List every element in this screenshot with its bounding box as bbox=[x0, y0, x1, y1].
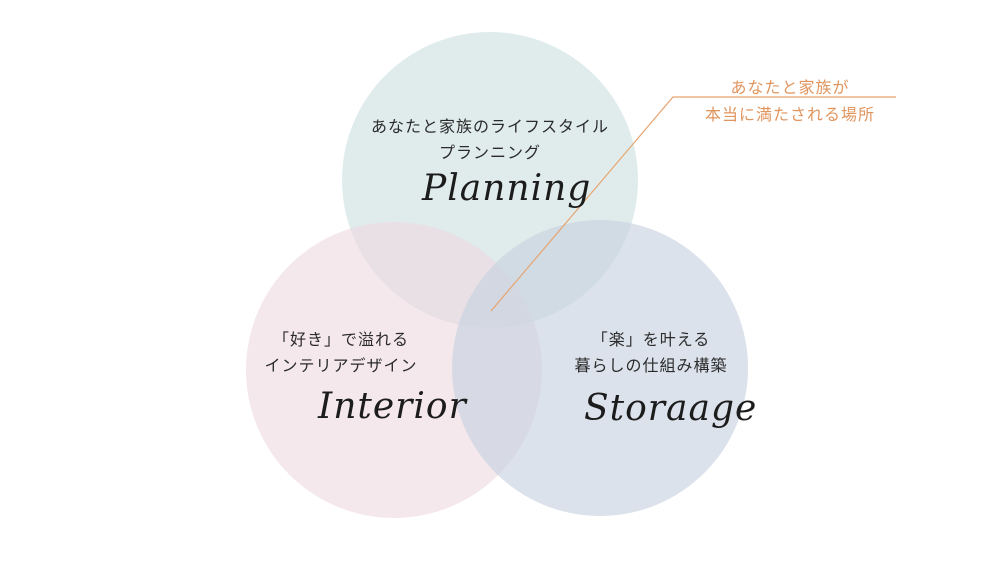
storage-circle bbox=[452, 220, 748, 516]
storage-caption-line1: 「楽」を叶える bbox=[591, 330, 711, 349]
interior-caption: 「好き」で溢れる インテリアデザイン bbox=[246, 327, 436, 379]
planning-script-title: Planning bbox=[422, 168, 592, 209]
interior-caption-line1: 「好き」で溢れる bbox=[272, 330, 409, 349]
storage-caption: 「楽」を叶える 暮らしの仕組み構築 bbox=[556, 327, 746, 379]
callout-line1: あなたと家族が bbox=[730, 78, 850, 97]
planning-caption-line1: あなたと家族のライフスタイル bbox=[370, 117, 609, 136]
interior-caption-line2: インテリアデザイン bbox=[264, 356, 418, 375]
planning-caption: あなたと家族のライフスタイル プランニング bbox=[340, 114, 640, 166]
storage-caption-line2: 暮らしの仕組み構築 bbox=[574, 356, 728, 375]
storage-script-title: Storaage bbox=[584, 388, 758, 429]
planning-caption-line2: プランニング bbox=[438, 143, 541, 162]
interior-script-title: Interior bbox=[318, 386, 467, 427]
callout-line2: 本当に満たされる場所 bbox=[704, 105, 875, 124]
